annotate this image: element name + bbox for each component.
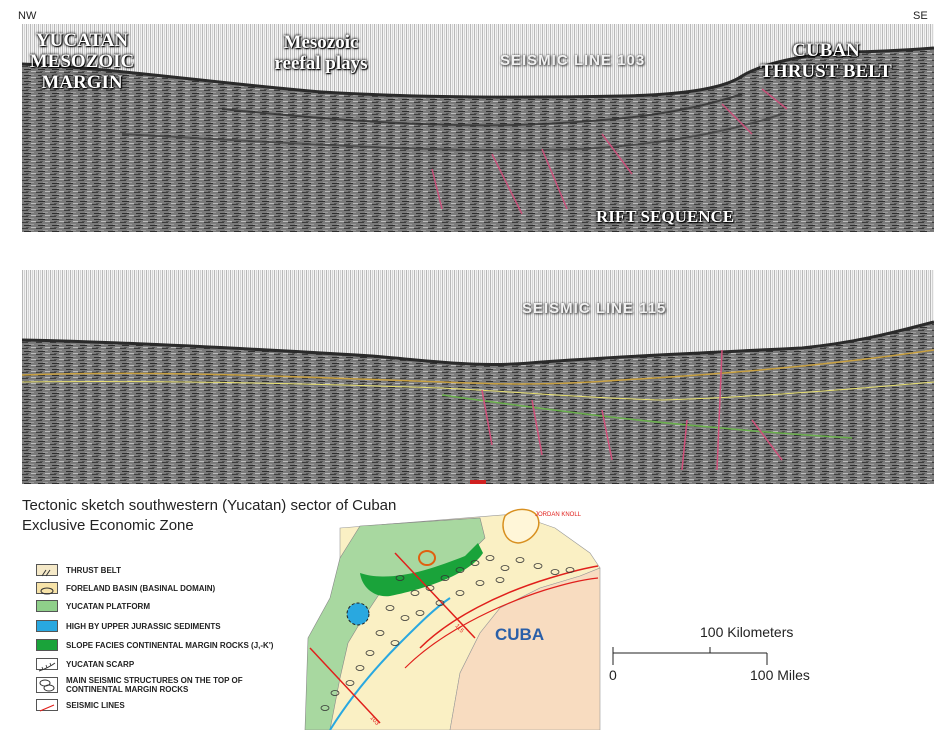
thrust-belt-swatch	[36, 564, 58, 577]
legend-label-structures: MAIN SEISMIC STRUCTURES ON THE TOP OF CO…	[66, 676, 243, 694]
sketch-title: Tectonic sketch southwestern (Yucatan) s…	[22, 496, 396, 536]
yucatan-margin-line-1: YUCATAN	[35, 30, 129, 51]
nw-orientation-label: NW	[18, 10, 37, 22]
yucatan-scarp-line	[329, 597, 451, 730]
legend-label-platform: YUCATAN PLATFORM	[66, 601, 150, 611]
foreland-swatch	[36, 582, 58, 595]
legend-label-foreland: FORELAND BASIN (BASINAL DOMAIN)	[66, 583, 216, 593]
scarp-icon	[38, 662, 56, 672]
seismic-line-103-title: SEISMIC LINE 103	[500, 52, 646, 69]
reefal-plays-label: Mesozoic reefal plays	[256, 32, 386, 74]
seismic-lines-swatch	[36, 699, 58, 712]
structures-swatch	[36, 677, 58, 693]
slope-swatch	[36, 639, 58, 651]
sketch-title-line-1: Tectonic sketch southwestern (Yucatan) s…	[22, 497, 397, 514]
seismic-line-103-panel: SEISMIC LINE 103	[22, 24, 934, 232]
structures-label-line-1: MAIN SEISMIC STRUCTURES ON THE TOP OF	[66, 676, 243, 685]
scale-miles-label: 100 Miles	[750, 667, 810, 683]
cuban-thrust-line-1: CUBAN	[792, 40, 860, 61]
legend-label-thrust-belt: THRUST BELT	[66, 565, 121, 575]
seismic-line-115-trace	[394, 552, 476, 639]
sketch-title-line-2: Exclusive Economic Zone	[22, 517, 194, 534]
rift-sequence-label: RIFT SEQUENCE	[596, 207, 735, 226]
legend-item-thrust-belt: THRUST BELT	[36, 563, 121, 577]
legend-item-yucatan-platform: YUCATAN PLATFORM	[36, 599, 150, 613]
seismic-line-103-tag: 103	[369, 715, 381, 727]
thrust-belt-area	[449, 567, 601, 730]
slope-facies-area	[360, 543, 483, 597]
legend-item-structures: MAIN SEISMIC STRUCTURES ON THE TOP OF CO…	[36, 675, 243, 695]
seismic-line-115-image	[22, 270, 934, 484]
seismic-line-icon	[39, 704, 55, 712]
high-swatch	[36, 620, 58, 632]
thrust-front-line	[419, 565, 599, 649]
jordan-knoll-outline	[502, 508, 540, 544]
tectonic-sketch-map: JORDAN KNOLL 115 103 CUBA	[304, 508, 601, 730]
platform-swatch	[36, 600, 58, 612]
platform-knoll	[418, 550, 436, 566]
reefal-plays-line-1: Mesozoic	[283, 32, 359, 53]
jordan-knoll-label: JORDAN KNOLL	[535, 512, 582, 518]
cuban-thrust-line-2: THRUST BELT	[760, 61, 892, 82]
legend-item-scarp: YUCATAN SCARP	[36, 657, 135, 672]
seismic-line-115-tag: 115	[454, 623, 465, 635]
legend-label-high: HIGH BY UPPER JURASSIC SEDIMENTS	[66, 621, 221, 631]
legend-item-foreland: FORELAND BASIN (BASINAL DOMAIN)	[36, 581, 215, 595]
jurassic-high	[346, 602, 370, 626]
legend-item-seismic-lines: SEISMIC LINES	[36, 698, 125, 712]
legend-item-slope: SLOPE FACIES CONTINENTAL MARGIN ROCKS (J…	[36, 638, 273, 652]
yucatan-margin-line-2: MESOZOIC	[29, 51, 135, 72]
structures-icon	[39, 679, 55, 692]
se-orientation-label: SE	[913, 10, 928, 22]
legend-label-slope: SLOPE FACIES CONTINENTAL MARGIN ROCKS (J…	[66, 640, 274, 650]
foreland-icon	[40, 587, 54, 595]
seismic-line-115-panel: SEISMIC LINE 115	[22, 270, 934, 484]
seismic-line-103-trace	[309, 647, 381, 724]
yucatan-margin-line-3: MARGIN	[41, 72, 123, 93]
thrust-front-line-2	[404, 577, 599, 669]
scale-zero-label: 0	[609, 667, 617, 683]
yucatan-margin-label: YUCATAN MESOZOIC MARGIN	[26, 30, 138, 93]
scarp-swatch	[36, 658, 58, 672]
legend-label-seismic-lines: SEISMIC LINES	[66, 700, 125, 710]
cuba-label: CUBA	[495, 625, 544, 644]
seismic-structures	[320, 555, 575, 711]
cuban-thrust-belt-label: CUBAN THRUST BELT	[748, 40, 904, 82]
scale-km-label: 100 Kilometers	[700, 624, 794, 640]
structures-label-line-2: CONTINENTAL MARGIN ROCKS	[66, 685, 189, 694]
scale-bar	[612, 647, 768, 665]
reefal-plays-line-2: reefal plays	[274, 53, 368, 74]
legend-item-high: HIGH BY UPPER JURASSIC SEDIMENTS	[36, 619, 221, 633]
seismic-line-115-title: SEISMIC LINE 115	[522, 300, 667, 317]
legend-label-scarp: YUCATAN SCARP	[66, 659, 135, 669]
thrust-icon	[41, 569, 51, 577]
seismic-line-103-image	[22, 24, 934, 232]
